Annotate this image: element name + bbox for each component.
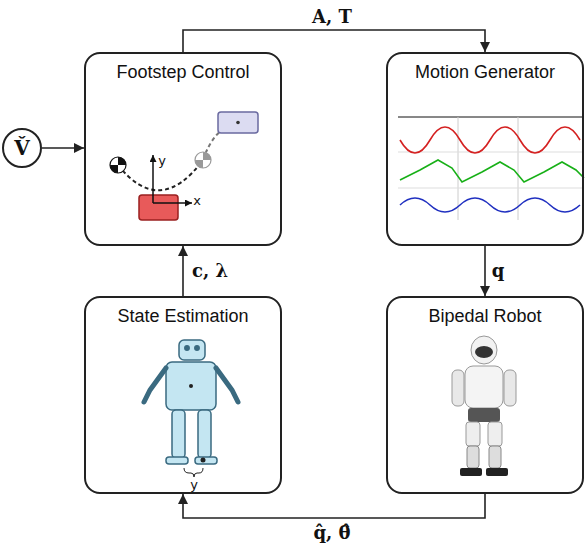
- process-box: State Estimation: [84, 296, 282, 494]
- plot-grid: [398, 188, 584, 189]
- robot-arm: [504, 370, 516, 406]
- signal-label: q: [492, 260, 505, 281]
- signal-label: A, T: [312, 6, 352, 27]
- robot-leg: [198, 410, 211, 458]
- com-marker: [118, 157, 126, 165]
- robot-leg: [466, 422, 480, 446]
- plot-grid: [398, 152, 584, 153]
- process-box: Bipedal Robot: [386, 296, 584, 494]
- footstep-illustration: [110, 112, 258, 220]
- robot-visor: [475, 346, 493, 358]
- robot-arm: [452, 370, 464, 406]
- connector-layer: [42, 30, 485, 518]
- com-marker: [110, 157, 126, 173]
- arrow-connector: [183, 494, 485, 518]
- robot-foot: [166, 457, 188, 464]
- arrow-connector: [42, 147, 84, 149]
- robot-eye: [185, 346, 189, 350]
- axis-label: y: [158, 153, 166, 168]
- green-trajectory: [400, 160, 584, 182]
- robot-torso: [465, 366, 503, 408]
- robot-foot: [195, 457, 217, 464]
- robot-photo: [452, 336, 516, 476]
- axis-label: x: [193, 193, 201, 208]
- robot-torso: [166, 362, 216, 410]
- axis-label: y: [190, 477, 198, 492]
- axis-arrow: [152, 155, 154, 203]
- support-foot: [139, 195, 178, 220]
- distance-bracket: [184, 468, 203, 477]
- robot-hip: [468, 408, 500, 422]
- robot-leg: [488, 422, 502, 446]
- com-marker: [203, 152, 211, 160]
- trajectory-plot: [398, 117, 584, 220]
- com-marker: [110, 165, 118, 173]
- node-title: State Estimation: [86, 306, 280, 327]
- com-point: [189, 384, 193, 388]
- node-title: Motion Generator: [388, 62, 582, 83]
- blue-trajectory: [400, 198, 580, 212]
- plot-frame: [398, 117, 584, 118]
- robot-head: [179, 340, 205, 360]
- axis-arrow: [153, 202, 192, 204]
- robot-leg: [172, 410, 185, 458]
- target-foot: [218, 112, 258, 133]
- arrow-connector: [182, 246, 184, 296]
- plot-grid: [518, 117, 519, 220]
- robot-leg: [467, 446, 479, 468]
- robot-arm: [216, 368, 238, 402]
- foot-center: [236, 121, 240, 125]
- process-box: Footstep Control: [84, 52, 282, 246]
- contact-point: [201, 458, 206, 463]
- signal-label: c, λ: [192, 260, 228, 281]
- robot-foot: [460, 468, 482, 476]
- com-marker: [195, 160, 203, 168]
- robot-arm: [144, 368, 166, 402]
- node-title: Bipedal Robot: [388, 306, 582, 327]
- input-circle: V̌: [2, 128, 42, 168]
- process-box: Motion Generator: [386, 52, 584, 246]
- plot-grid: [458, 117, 459, 220]
- robot-model: [144, 340, 238, 477]
- robot-head: [471, 336, 497, 364]
- com-marker: [195, 152, 211, 168]
- signal-label: q̂, θ̂: [313, 522, 350, 543]
- robot-foot: [486, 468, 508, 476]
- red-trajectory: [400, 127, 580, 153]
- robot-eye: [195, 346, 199, 350]
- arrow-connector: [484, 246, 486, 296]
- robot-leg: [489, 446, 501, 468]
- node-title: Footstep Control: [86, 62, 280, 83]
- node-title: V̌: [14, 138, 30, 158]
- arrow-connector: [183, 30, 485, 52]
